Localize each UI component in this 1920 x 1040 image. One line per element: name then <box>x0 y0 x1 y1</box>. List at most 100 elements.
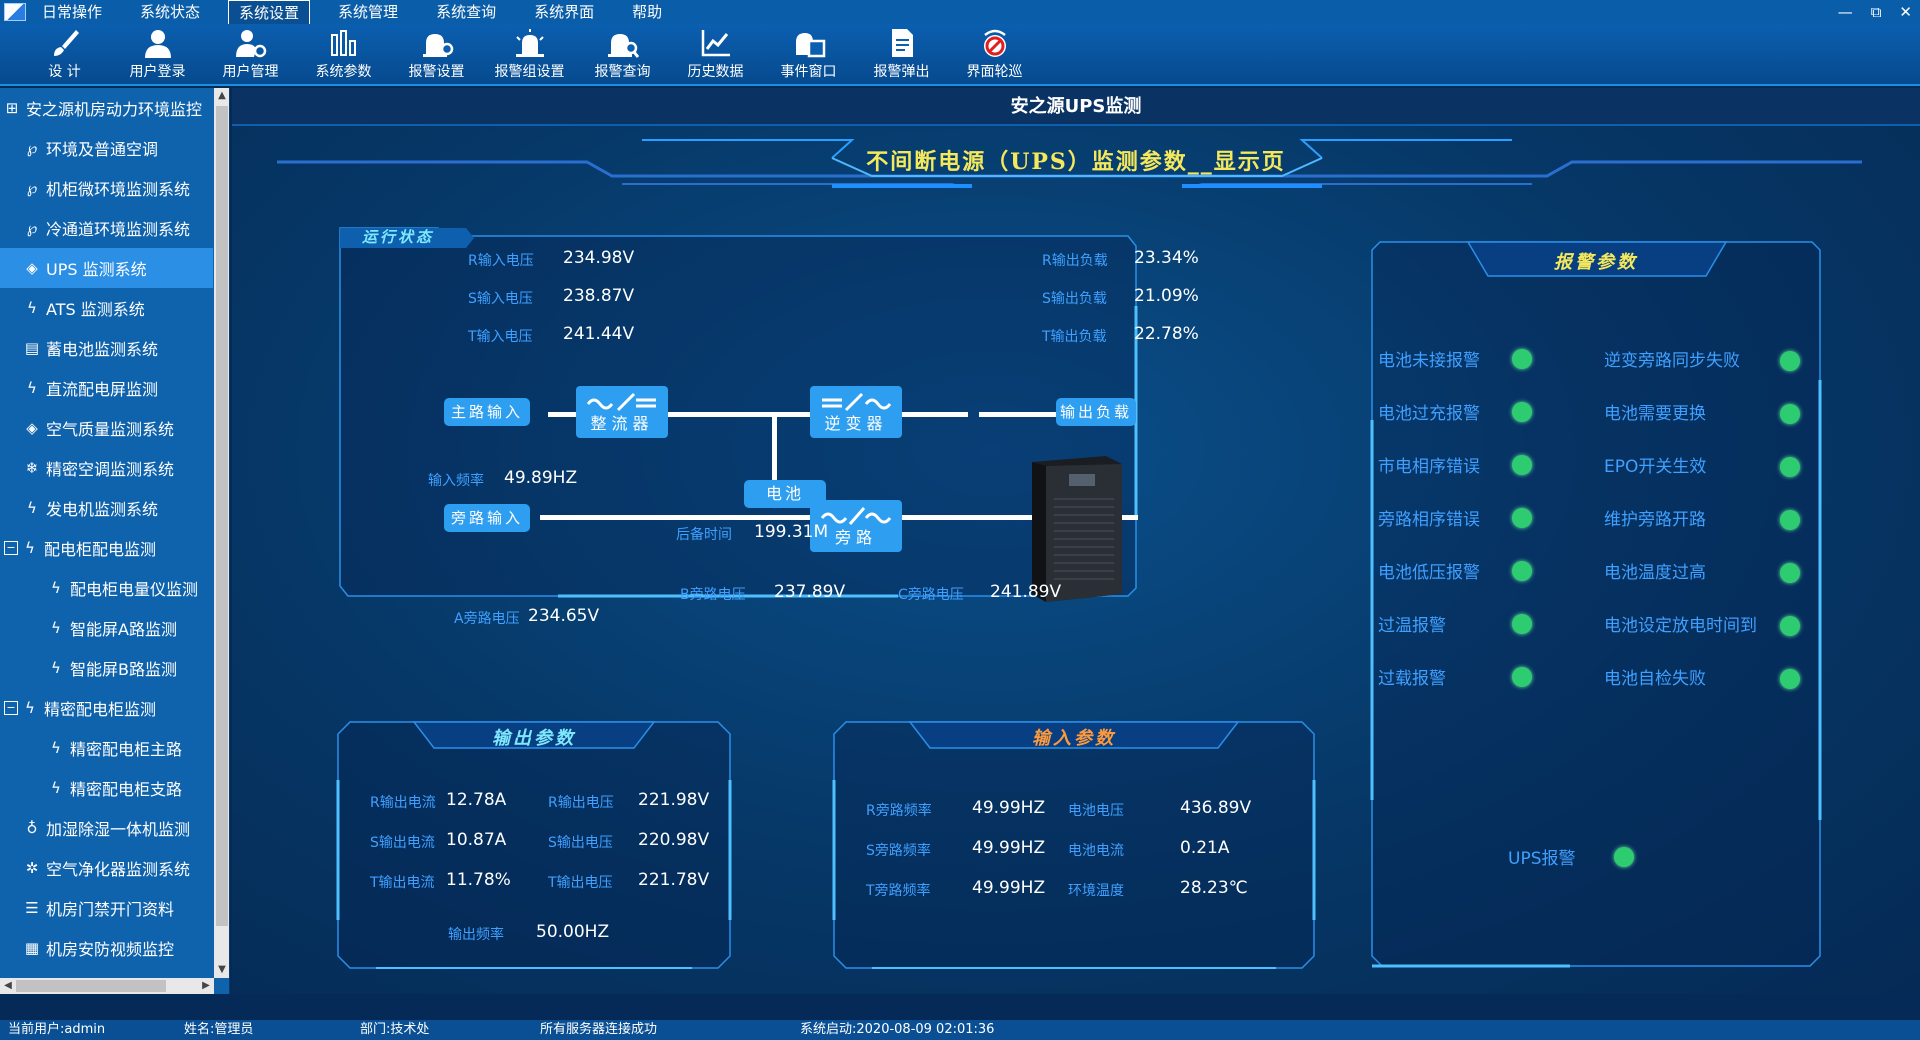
sidebar-item[interactable]: ❄精密空调监测系统 <box>0 448 213 488</box>
r-input-voltage-label: R输入电压 <box>468 253 534 269</box>
output-freq-value: 50.00HZ <box>536 922 610 942</box>
scroll-left-icon[interactable]: ◀ <box>4 980 12 991</box>
alarm-label: 过载报警 <box>1378 669 1446 689</box>
sidebar-item-label: 配电柜电量仪监测 <box>70 580 199 599</box>
close-button[interactable]: ✕ <box>1899 3 1912 21</box>
s-input-voltage-label: S输入电压 <box>468 291 533 307</box>
snowflake-icon: ❄ <box>25 459 39 477</box>
menu-item[interactable]: 日常操作 <box>42 2 103 21</box>
scroll-right-icon[interactable]: ▶ <box>202 980 210 991</box>
alarm-panel-title: 报警参数 <box>1554 252 1638 273</box>
ups-cabinet-icon <box>1032 456 1122 602</box>
lightning-icon: ϟ <box>51 739 61 757</box>
alarm-search-icon <box>607 34 639 58</box>
user-login-button[interactable]: 用户登录 <box>111 22 204 84</box>
sidebar-item[interactable]: ℘机柜微环境监测系统 <box>0 168 213 208</box>
toolbar-label: 报警弹出 <box>873 64 930 80</box>
t-bypass-freq-label: T旁路频率 <box>866 883 931 899</box>
vertical-scrollbar[interactable]: ▲ ▼ <box>214 88 229 978</box>
toolbar-label: 事件窗口 <box>780 64 837 80</box>
sidebar-item[interactable]: ◈空气质量监测系统 <box>0 408 213 448</box>
alarm-label: 电池未接报警 <box>1378 351 1480 371</box>
backup-time-value: 199.31M <box>754 522 829 542</box>
sidebar-item[interactable]: ◈UPS 监测系统 <box>0 248 213 288</box>
alarm-label: 过温报警 <box>1378 616 1446 636</box>
sidebar-item[interactable]: ♁加湿除湿一体机监测 <box>0 808 213 848</box>
scroll-up-icon[interactable]: ▲ <box>218 90 226 101</box>
system-params-button[interactable]: 系统参数 <box>297 22 390 84</box>
alarm-label: 市电相序错误 <box>1378 457 1480 477</box>
event-window-button[interactable]: 事件窗口 <box>762 22 855 84</box>
r-output-voltage-value: 221.98V <box>638 790 710 810</box>
sidebar-item[interactable]: ▤蓄电池监测系统 <box>0 328 213 368</box>
battery-current-value: 0.21A <box>1180 838 1230 858</box>
screen-patrol-button[interactable]: 界面轮巡 <box>948 22 1041 84</box>
patrol-icon <box>983 29 1006 57</box>
sidebar-item[interactable]: ▦机房安防视频监控 <box>0 928 213 968</box>
design-button[interactable]: 设 计 <box>18 22 111 84</box>
output-freq-label: 输出频率 <box>448 927 504 943</box>
user-manage-button[interactable]: 用户管理 <box>204 22 297 84</box>
restore-button[interactable]: ⧉ <box>1870 3 1882 21</box>
alarm-group-icon <box>515 29 544 57</box>
alarm-query-button[interactable]: 报警查询 <box>576 22 669 84</box>
toolbar: 设 计 用户登录 用户管理 系统参数 报警设置 报警组设置 报警查询 历史数据 … <box>0 24 1920 86</box>
document-icon <box>891 29 913 57</box>
toolbar-label: 报警组设置 <box>494 64 565 80</box>
sidebar-item[interactable]: ☰机房门禁开门资料 <box>0 888 213 928</box>
minimize-button[interactable]: — <box>1837 3 1853 21</box>
alarm-popup-button[interactable]: 报警弹出 <box>855 22 948 84</box>
s-bypass-freq-label: S旁路频率 <box>866 843 931 859</box>
status-server-connection: 所有服务器连接成功 <box>540 1022 658 1037</box>
menu-item[interactable]: 帮助 <box>632 2 663 21</box>
menu-item[interactable]: 系统状态 <box>140 2 201 21</box>
bypass-flow-line <box>540 515 1000 520</box>
alarm-indicator <box>1512 508 1532 528</box>
history-data-button[interactable]: 历史数据 <box>669 22 762 84</box>
status-current-user: 当前用户:admin <box>8 1022 106 1037</box>
input-panel-title: 输入参数 <box>1032 728 1116 749</box>
a-bypass-voltage-value: 234.65V <box>528 606 600 626</box>
menu-item[interactable]: 系统管理 <box>338 2 399 21</box>
sidebar-item[interactable]: ⊞安之源机房动力环境监控 <box>0 88 213 128</box>
tree-toggle-icon[interactable]: − <box>4 701 18 715</box>
t-output-voltage-label: T输出电压 <box>548 875 613 891</box>
battery-voltage-label: 电池电压 <box>1068 803 1124 819</box>
menu-item[interactable]: 系统查询 <box>436 2 497 21</box>
r-bypass-freq-label: R旁路频率 <box>866 803 932 819</box>
menu-bar: 日常操作 系统状态 系统设置 系统管理 系统查询 系统界面 帮助 — ⧉ ✕ <box>0 0 1920 25</box>
scroll-thumb[interactable] <box>16 980 166 992</box>
rectifier-box: 整流器 <box>576 386 668 438</box>
inverter-icon <box>822 392 892 412</box>
toolbar-label: 报警查询 <box>594 64 651 80</box>
menu-item[interactable]: 系统界面 <box>534 2 595 21</box>
backup-time-label: 后备时间 <box>676 527 732 543</box>
ambient-temp-label: 环境温度 <box>1068 883 1124 899</box>
menu-item[interactable]: 系统设置 <box>228 0 311 25</box>
alarm-panel-frame <box>1370 241 1822 968</box>
sidebar-item[interactable]: ℘环境及普通空调 <box>0 128 213 168</box>
scroll-down-icon[interactable]: ▼ <box>218 964 226 975</box>
status-panel-title: 运行状态 <box>362 228 435 246</box>
r-output-voltage-label: R输出电压 <box>548 795 614 811</box>
headline-decoration <box>277 139 1862 188</box>
alarm-group-button[interactable]: 报警组设置 <box>483 22 576 84</box>
alarm-label: 维护旁路开路 <box>1604 510 1706 530</box>
sidebar-item[interactable]: ✲空气净化器监测系统 <box>0 848 213 888</box>
alarm-indicator <box>1780 616 1800 636</box>
alarm-settings-button[interactable]: 报警设置 <box>390 22 483 84</box>
sidebar-item[interactable]: ℘冷通道环境监测系统 <box>0 208 213 248</box>
tree-toggle-icon[interactable]: − <box>4 541 18 555</box>
horizontal-scrollbar[interactable]: ◀ ▶ <box>0 978 214 994</box>
scroll-thumb[interactable] <box>216 106 228 926</box>
